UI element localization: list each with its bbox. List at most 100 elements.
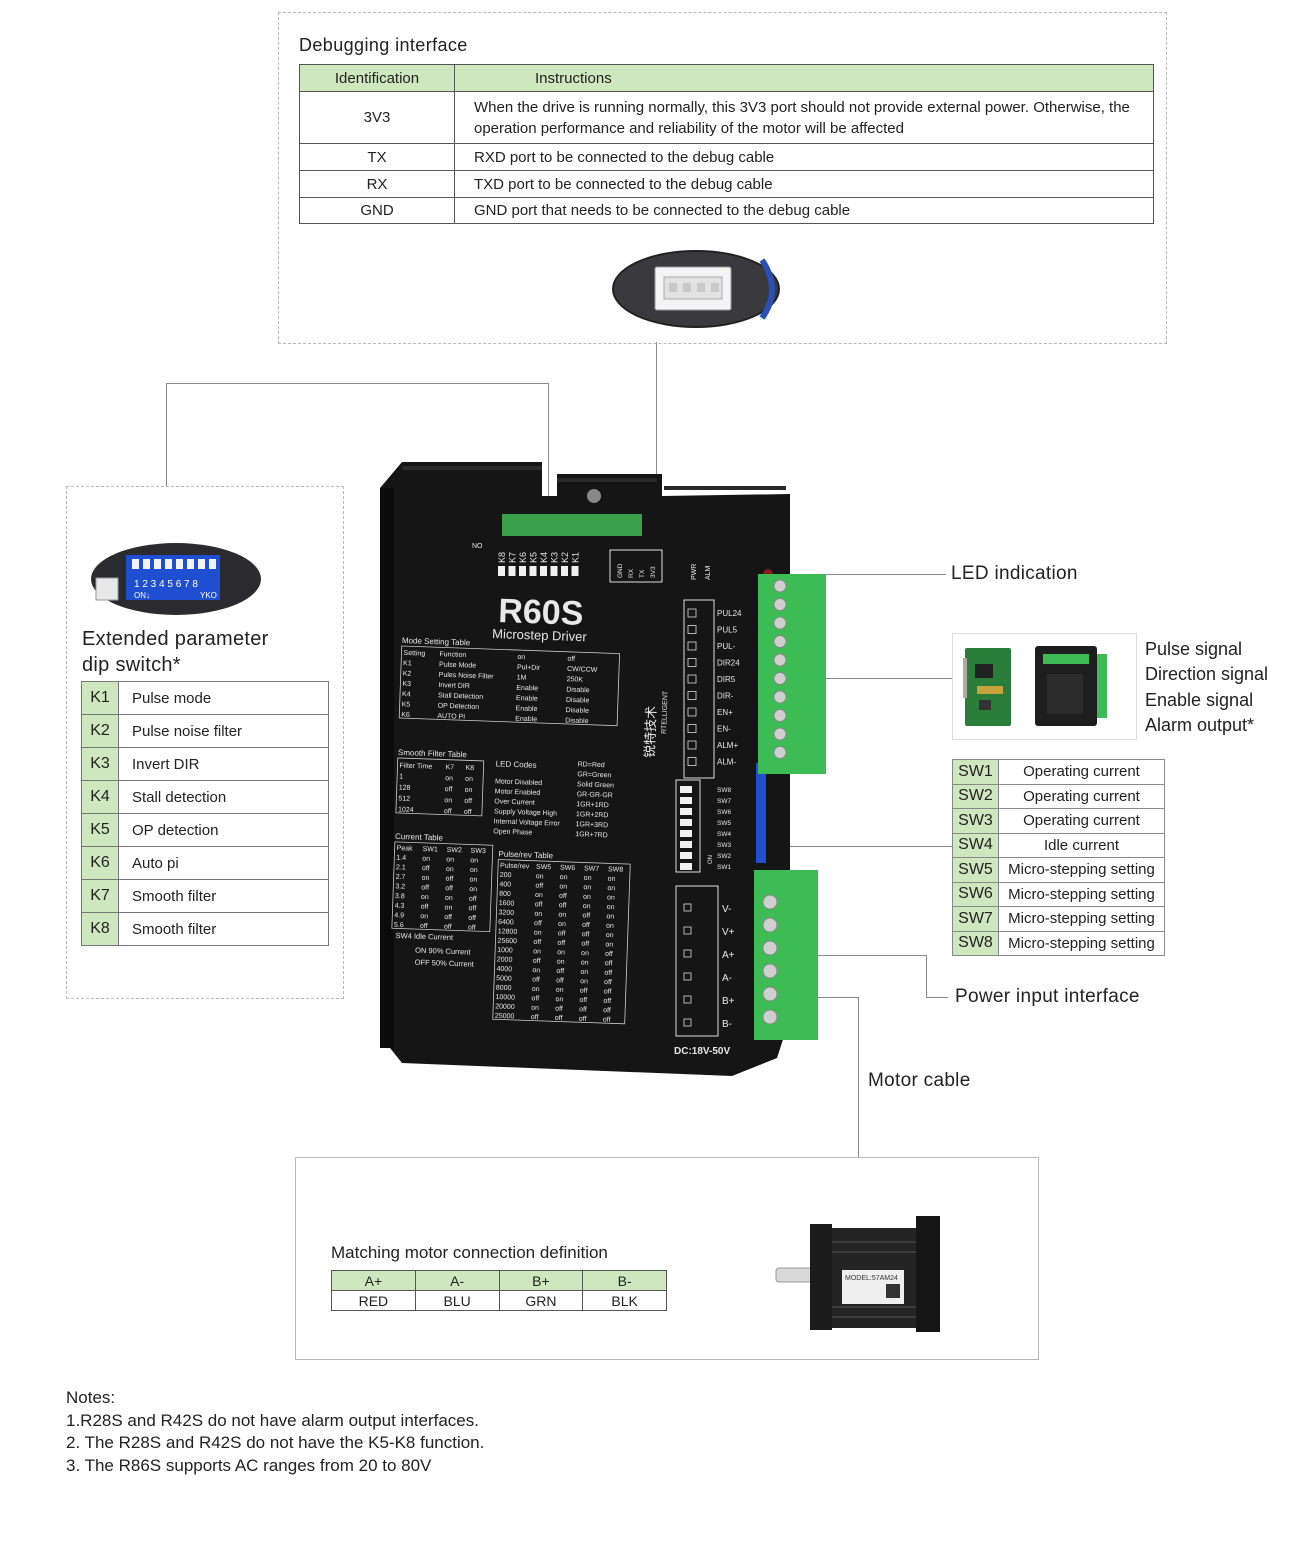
driver-pin-marker xyxy=(687,691,697,700)
driver-mode-table-cell: K2 xyxy=(403,670,412,677)
driver-current-table-cell: 1.4 xyxy=(396,855,406,862)
debug-id: TX xyxy=(299,143,455,171)
terminal-screw xyxy=(762,986,778,1002)
driver-led-code-name: Internal Voltage Error xyxy=(494,818,561,827)
sw-desc: Operating current xyxy=(998,783,1165,809)
driver-led-code-value: Solid Green xyxy=(577,781,614,789)
terminal-screw xyxy=(773,598,787,611)
debug-panel xyxy=(278,12,1167,344)
driver-sw-lever xyxy=(680,797,692,804)
terminal-screw xyxy=(773,727,787,741)
motor-connection-table: A+ A- B+ B- RED BLU GRN BLK xyxy=(331,1270,667,1311)
driver-current-table-cell: on xyxy=(422,856,430,863)
driver-pulse-table-cell: on xyxy=(583,903,591,910)
connector-line-power-end xyxy=(926,997,948,998)
sw-id: SW7 xyxy=(952,906,999,932)
driver-pulse-table-cell: on xyxy=(532,986,540,993)
driver-current-table-cell: on xyxy=(446,866,454,873)
driver-sw-on: ON xyxy=(708,855,714,864)
dip-switch-numbers: 1 2 3 4 5 6 7 8 xyxy=(134,579,198,590)
terminal-screw xyxy=(773,672,787,685)
driver-current-table-cell: 4.3 xyxy=(395,903,405,910)
driver-pulse-table-cell: on xyxy=(608,876,616,883)
driver-signal-pin: ALM- xyxy=(717,758,736,767)
driver-pulse-table-cell: off xyxy=(555,1015,563,1022)
sw-desc: Micro-stepping setting xyxy=(998,881,1165,907)
driver-switch-lever xyxy=(561,566,568,576)
driver-pulse-table-cell: on xyxy=(534,929,542,936)
signal-label-pulse: Pulse signal xyxy=(1145,639,1243,659)
driver-smooth-table-cell: Filter Time xyxy=(399,762,432,770)
driver-pulse-table-cell: SW7 xyxy=(584,865,600,873)
motor-pin: A+ xyxy=(331,1270,416,1291)
signal-terminal-block xyxy=(758,574,826,774)
debug-header-id: Identification xyxy=(299,64,455,92)
driver-pulse-table-cell: on xyxy=(605,941,613,948)
driver-switch-label: K5 xyxy=(529,552,539,563)
driver-led-code-name: Supply Voltage High xyxy=(494,808,557,817)
driver-no-label: NO xyxy=(472,543,483,550)
driver-current-table-frame xyxy=(391,841,494,933)
driver-signal-pin: EN+ xyxy=(717,708,733,717)
signal-label-direction: Direction signal xyxy=(1145,664,1269,685)
driver-mode-table-cell: Disable xyxy=(565,717,589,725)
driver-pulse-table-cell: off xyxy=(603,1017,611,1024)
driver-pulse-table-cell: off xyxy=(603,998,611,1005)
driver-led-code-name: Over Current xyxy=(494,798,535,806)
driver-current-table-cell: 2.7 xyxy=(396,874,406,881)
driver-pulse-table-cell: on xyxy=(583,884,591,891)
connector-line-dip-left xyxy=(166,383,167,486)
sw-desc: Micro-stepping setting xyxy=(998,906,1165,932)
driver-signal-pin: ALM+ xyxy=(717,741,738,750)
driver-switch-lever xyxy=(550,566,558,576)
driver-pulse-table-cell: 8000 xyxy=(496,985,512,993)
connector-line-led xyxy=(780,574,946,575)
driver-smooth-table-cell: 1024 xyxy=(398,806,414,814)
driver-pulse-table-cell: 6400 xyxy=(498,919,514,927)
driver-led-code-name: Open Phase xyxy=(493,828,532,836)
sw-id: SW5 xyxy=(952,857,999,883)
driver-pulse-table-cell: on xyxy=(533,948,541,955)
driver-switch-lever xyxy=(508,566,516,576)
driver-idle-title: SW4 Idle Current xyxy=(395,931,454,942)
driver-pulse-table-cell: on xyxy=(556,987,564,994)
driver-current-table-cell: SW1 xyxy=(423,846,439,854)
driver-pin-marker xyxy=(687,724,697,733)
driver-current-table-cell: off xyxy=(468,905,476,912)
driver-pulse-table-cell: 4000 xyxy=(496,966,512,974)
driver-pulse-table-cell: off xyxy=(531,1014,539,1021)
driver-pulse-table-cell: on xyxy=(581,959,589,966)
driver-current-table-cell: 3.8 xyxy=(395,893,405,900)
driver-mode-table-cell: K4 xyxy=(402,691,411,698)
table-row: A+ A- B+ B- xyxy=(331,1270,667,1291)
table-row: GND GND port that needs to be connected … xyxy=(299,197,1154,224)
sw-desc: Micro-stepping setting xyxy=(998,857,1165,883)
driver-pulse-table-cell: 25000 xyxy=(495,1013,515,1021)
driver-smooth-table-title: Smooth Filter Table xyxy=(398,748,468,759)
driver-pin-marker xyxy=(687,608,697,618)
driver-mode-table-cell: Disable xyxy=(566,697,590,705)
k-id: K7 xyxy=(81,879,119,913)
driver-current-table-cell: on xyxy=(422,875,430,882)
driver-model: R60S xyxy=(498,592,584,633)
notes: Notes: 1.R28S and R42S do not have alarm… xyxy=(66,1387,484,1477)
driver-sw-lever xyxy=(680,786,692,793)
driver-pulse-table-cell: off xyxy=(535,901,543,908)
terminal-screw xyxy=(762,940,778,956)
motor-pin: B- xyxy=(582,1270,667,1291)
driver-current-table-cell: SW3 xyxy=(470,848,486,856)
driver-debug-port-label: GND xyxy=(617,563,624,578)
driver-pulse-table-cell: off xyxy=(603,1007,611,1014)
driver-mode-table-cell: Invert DIR xyxy=(438,682,470,690)
k-desc: Smooth filter xyxy=(118,879,329,913)
driver-mode-table-cell: Stall Detection xyxy=(438,692,483,701)
driver-pulse-table-cell: 5000 xyxy=(496,975,512,983)
debug-instruction: RXD port to be connected to the debug ca… xyxy=(454,143,1154,171)
driver-mode-table-cell: Enable xyxy=(516,695,538,703)
driver-pin-marker xyxy=(687,740,697,750)
